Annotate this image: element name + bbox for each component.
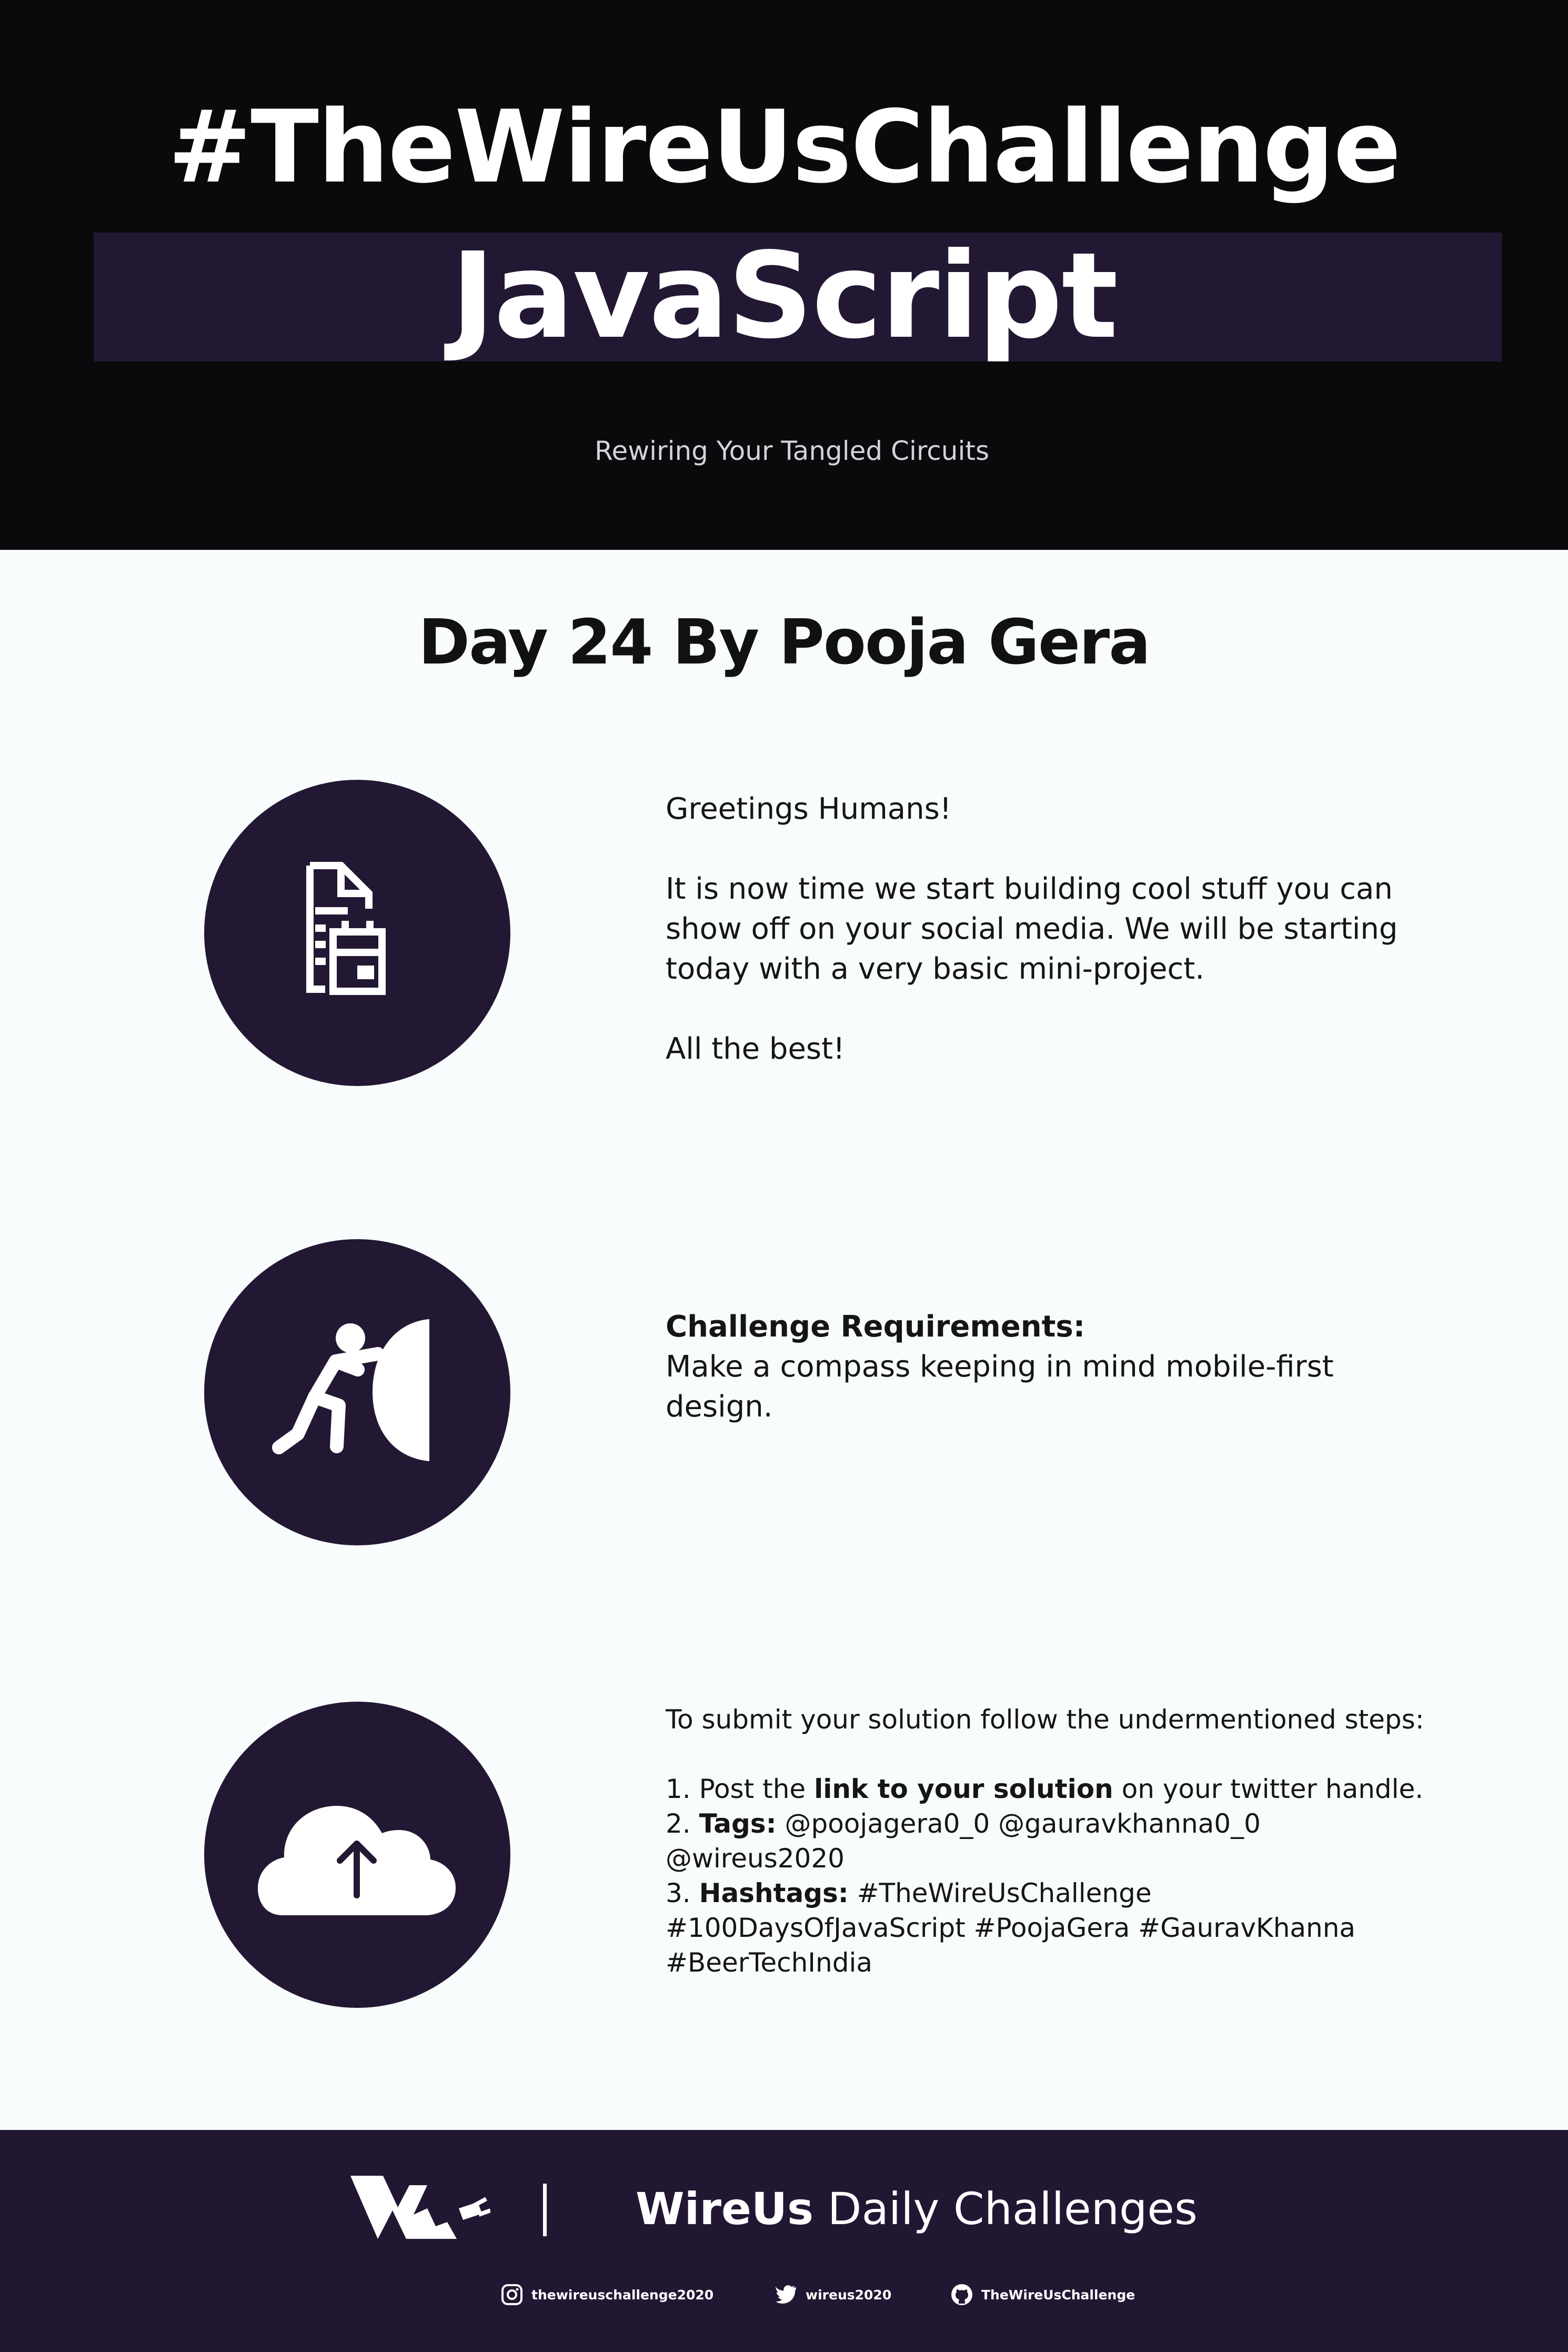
page-title: JavaScript [450, 227, 1118, 365]
step-2-text: @poojagera0_0 @gauravkhanna0_0 @wireus20… [666, 1808, 1261, 1874]
submission-text: To submit your solution follow the under… [666, 1702, 1439, 1980]
wireus-logo [350, 2176, 490, 2239]
footer [0, 2130, 1568, 2352]
github-icon [951, 2284, 972, 2305]
step-1-bold: link to your solution [814, 1774, 1113, 1804]
step-2-bold: Tags: [699, 1808, 777, 1839]
step-3: 3. Hashtags: #TheWireUsChallenge #100Day… [666, 1876, 1439, 1980]
step-3-bold: Hashtags: [699, 1878, 849, 1908]
intro-body-text: It is now time we start building cool st… [666, 872, 1398, 986]
title-band [94, 233, 1502, 361]
greeting-text: Greetings Humans! [666, 792, 952, 826]
spacer [666, 1737, 1439, 1772]
submission-intro: To submit your solution follow the under… [666, 1704, 1424, 1735]
twitter-handle: wireus2020 [806, 2287, 892, 2303]
intro-text: Greetings Humans! It is now time we star… [666, 789, 1439, 1109]
instagram-icon [501, 2284, 522, 2305]
step-3-text: #TheWireUsChallenge #100DaysOfJavaScript… [666, 1878, 1356, 1978]
brand-bold: WireUs [636, 2183, 814, 2235]
document-calendar-icon [204, 780, 510, 1086]
twitter-icon [775, 2285, 796, 2304]
step-1-prefix: 1. Post the [666, 1774, 815, 1804]
requirements-text: Challenge Requirements: Make a compass k… [666, 1307, 1439, 1427]
step-2: 2. Tags: @poojagera0_0 @gauravkhanna0_0 … [666, 1806, 1439, 1876]
requirements-heading: Challenge Requirements: [666, 1310, 1085, 1344]
cloud-upload-icon [204, 1702, 510, 2008]
challenge-hashtag: #TheWireUsChallenge [168, 89, 1401, 205]
requirements-body: Make a compass keeping in mind mobile-fi… [666, 1350, 1334, 1424]
step-1: 1. Post the link to your solution on you… [666, 1772, 1439, 1806]
brand-rest: Daily Challenges [813, 2183, 1198, 2235]
header: #TheWireUsChallenge JavaScript Rewiring … [0, 0, 1568, 550]
github-handle: TheWireUsChallenge [981, 2287, 1135, 2303]
instagram-handle: thewireuschallenge2020 [531, 2287, 714, 2303]
step-1-suffix: on your twitter handle. [1113, 1774, 1424, 1804]
person-pushing-icon [204, 1239, 510, 1545]
social-twitter[interactable]: wireus2020 [775, 2281, 891, 2308]
closing-text: All the best! [666, 1032, 845, 1066]
social-instagram[interactable]: thewireuschallenge2020 [501, 2281, 713, 2308]
step-3-prefix: 3. [666, 1878, 699, 1908]
social-github[interactable]: TheWireUsChallenge [951, 2281, 1135, 2308]
tagline: Rewiring Your Tangled Circuits [594, 436, 990, 466]
step-2-prefix: 2. [666, 1808, 699, 1839]
footer-brand: WireUs Daily Challenges [636, 2180, 1198, 2238]
day-title: Day 24 By Pooja Gera [418, 606, 1151, 678]
footer-divider [543, 2184, 547, 2236]
